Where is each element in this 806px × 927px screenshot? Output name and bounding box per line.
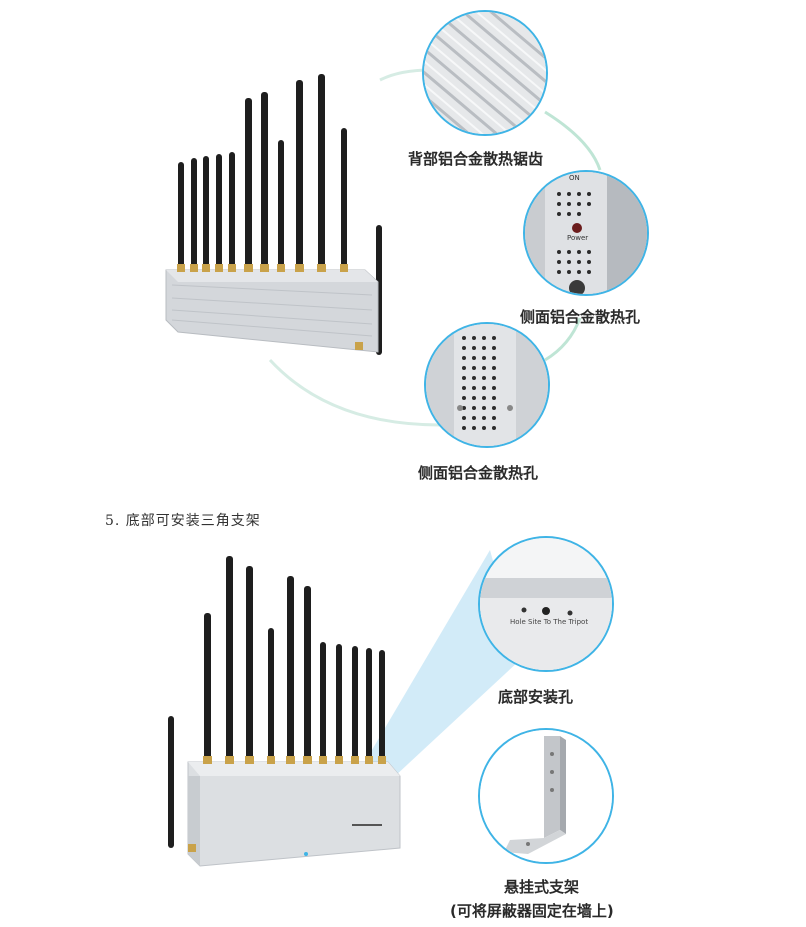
bottom-mount-holes-closeup: Hole Site To The Tripot [478, 536, 614, 672]
mount-hole-caption: Hole Site To The Tripot [510, 618, 589, 626]
heatsink-fins-closeup [422, 10, 548, 136]
side-vent-holes-icon [426, 324, 548, 446]
callout-label-side-vents-1: 侧面铝合金散热孔 [520, 308, 641, 326]
side-power-panel-closeup: ON Power [523, 170, 649, 296]
jammer-device-image [165, 74, 382, 355]
callout-sublabel-wall-bracket: (可将屏蔽器固定在墙上) [450, 902, 614, 920]
step-heading: 5. 底部可安装三角支架 [105, 513, 261, 529]
wall-bracket-closeup [478, 728, 614, 864]
connector-arcs [268, 68, 602, 427]
callout-label-wall-bracket: 悬挂式支架 [504, 878, 580, 896]
heatsink-fins-icon [424, 12, 546, 134]
wall-bracket-icon [480, 730, 612, 862]
panel-text-on: ON [569, 174, 580, 182]
side-vent-holes-closeup [424, 322, 550, 448]
side-power-panel-icon [525, 172, 647, 294]
callout-label-bottom-mount: 底部安装孔 [498, 688, 574, 706]
jammer-device-with-bracket-image [168, 556, 401, 867]
callout-label-side-vents-2: 侧面铝合金散热孔 [418, 464, 539, 482]
callout-label-back-heatsink: 背部铝合金散热锯齿 [408, 150, 544, 168]
panel-text-power: Power [567, 234, 589, 242]
bottom-mount-holes-icon [480, 538, 612, 670]
